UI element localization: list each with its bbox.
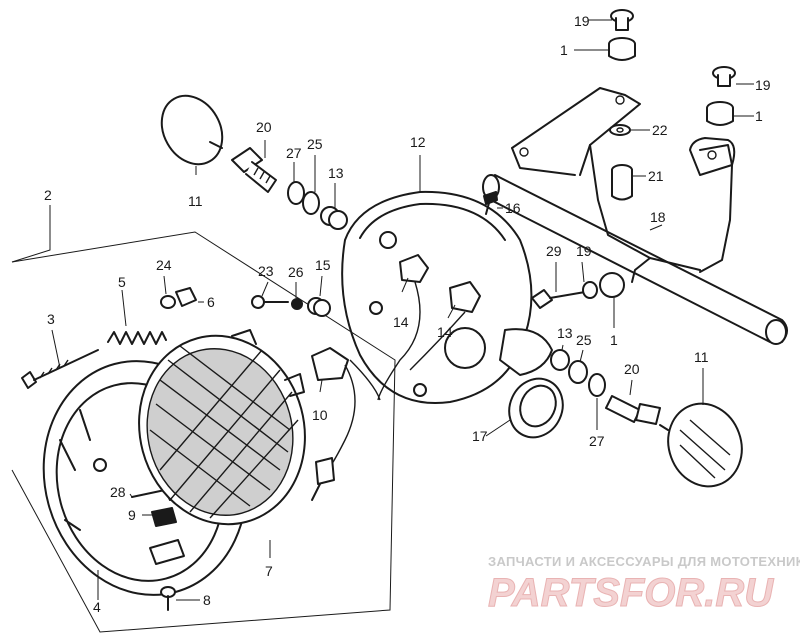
callout-13: 13	[557, 325, 573, 341]
callout-5: 5	[118, 274, 126, 290]
watermark-logo: PARTSFOR.RU	[488, 571, 774, 615]
grommet-15	[307, 297, 331, 317]
headlight-lens-7	[138, 329, 306, 526]
reflector-11-left	[160, 94, 224, 166]
washer-27-left	[287, 181, 305, 205]
washer-24	[160, 295, 176, 309]
callout-2-bracket	[11, 205, 51, 263]
callout-17: 17	[472, 428, 488, 444]
grommet-upper-right	[706, 66, 736, 126]
washer-22	[609, 124, 631, 136]
callout-4: 4	[93, 599, 101, 615]
collar-13-left	[320, 206, 348, 230]
callout-1: 1	[755, 108, 763, 124]
callout-27: 27	[589, 433, 605, 449]
headlight-stay-bracket	[482, 87, 788, 345]
callout-20: 20	[256, 119, 272, 135]
leader-lines	[51, 19, 754, 601]
callout-16: 16	[505, 200, 521, 216]
screw-16	[483, 191, 498, 215]
washer-26	[291, 298, 303, 310]
washer-25-left	[302, 191, 320, 215]
rubber-ring-17	[508, 377, 564, 439]
callout-29: 29	[546, 243, 562, 259]
washer-27-right	[588, 373, 606, 397]
callout-28: 28	[110, 484, 126, 500]
callout-1: 1	[560, 42, 568, 58]
clip-9	[151, 507, 177, 527]
callout-15: 15	[315, 257, 331, 273]
bolt-29	[531, 289, 586, 309]
callout-8: 8	[203, 592, 211, 608]
callout-7: 7	[265, 563, 273, 579]
callout-10: 10	[312, 407, 328, 423]
callout-11: 11	[694, 349, 709, 365]
collar-19-right	[582, 281, 598, 299]
callout-14: 14	[393, 314, 409, 330]
callout-19: 19	[755, 77, 771, 93]
callout-27: 27	[286, 145, 302, 161]
callout-labels: 19 1 19 1 22 21 18 12 16 20 27 25 13 11 …	[44, 13, 771, 615]
callout-11: 11	[188, 193, 203, 209]
callout-21: 21	[648, 168, 664, 184]
callout-20: 20	[624, 361, 640, 377]
headlight-unit-outline	[11, 231, 396, 633]
spring-5	[107, 331, 167, 345]
callout-24: 24	[156, 257, 172, 273]
callout-26: 26	[288, 264, 304, 280]
callout-25: 25	[576, 332, 592, 348]
callout-14: 14	[437, 324, 453, 340]
headlight-case	[341, 190, 553, 404]
grommet-upper-left	[608, 9, 636, 61]
callout-19: 19	[576, 243, 592, 259]
bolt-20-left	[231, 147, 277, 193]
screw-23	[251, 295, 289, 309]
callout-18: 18	[650, 209, 666, 225]
bolt-3	[21, 349, 99, 389]
collar-13-right	[550, 349, 570, 371]
callout-6: 6	[207, 294, 215, 310]
callout-19: 19	[574, 13, 590, 29]
callout-9: 9	[128, 507, 136, 523]
collar-21	[611, 164, 633, 201]
reflector-11-right	[659, 402, 743, 488]
watermark-tagline: ЗАПЧАСТИ И АКСЕССУАРЫ ДЛЯ МОТОТЕХНИКИ	[488, 554, 800, 569]
callout-3: 3	[47, 311, 55, 327]
watermark: ЗАПЧАСТИ И АКСЕССУАРЫ ДЛЯ МОТОТЕХНИКИ PA…	[488, 554, 800, 616]
callout-1: 1	[610, 332, 618, 348]
screw-8	[160, 586, 176, 611]
callout-2: 2	[44, 187, 52, 203]
callout-25: 25	[307, 136, 323, 152]
washer-25-right	[568, 360, 588, 384]
callout-13: 13	[328, 165, 344, 181]
bolt-20-right	[605, 395, 661, 425]
callout-22: 22	[652, 122, 668, 138]
grommet-1-right	[599, 272, 625, 298]
callout-23: 23	[258, 263, 274, 279]
callout-12: 12	[410, 134, 426, 150]
bulb-socket-10	[311, 347, 381, 501]
nut-6	[175, 287, 197, 307]
